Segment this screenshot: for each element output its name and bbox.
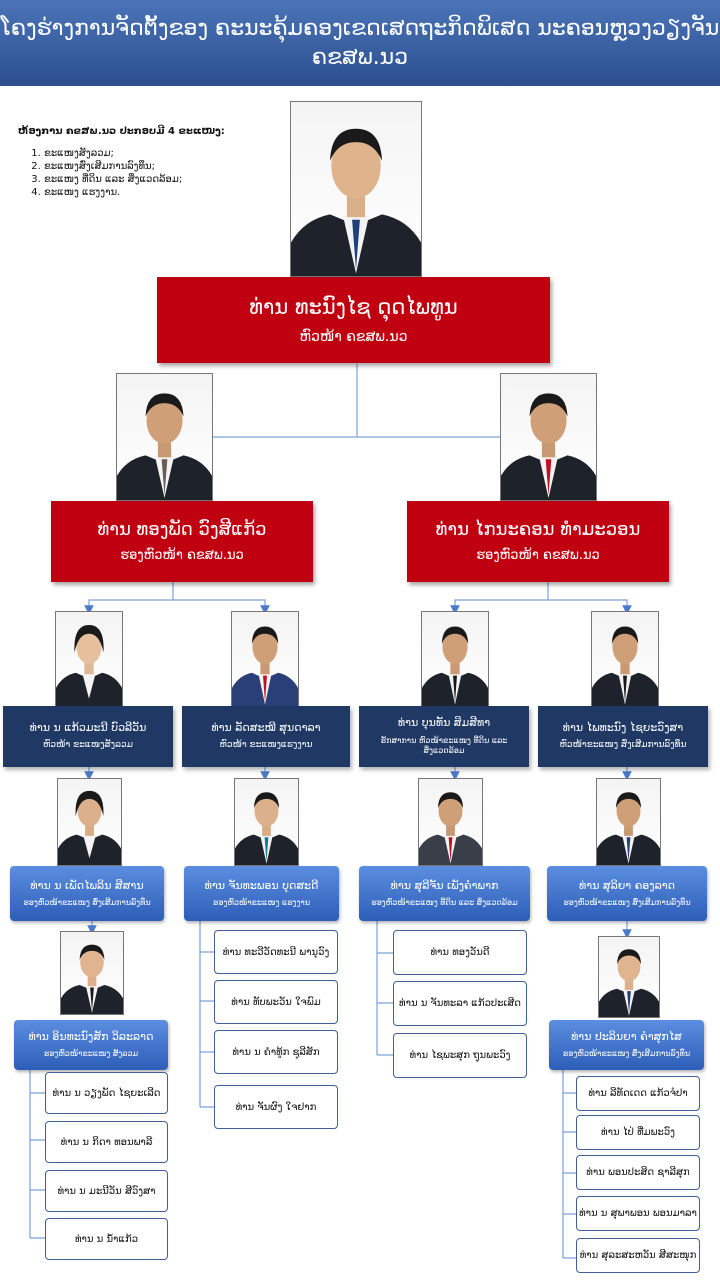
page-header: ໂຄງຮ່າງການຈັດຕັ້ງຂອງ ຄະນະຄຸ້ມຄອງເຂດເສດຖະ… <box>0 0 720 86</box>
deputy-head-6-role: ຮອງຫົວໜ້າຂະແໜງ ສົ່ງເສີມການລົງທຶນ <box>562 1049 691 1059</box>
deputy-head-2-role: ຮອງຫົວໜ້າຂະແໜງ ແຮງງານ <box>213 897 310 907</box>
head-2-role: ຫົວໜ້າ ຂະແໜງແຮງງານ <box>219 740 313 751</box>
head-2-photo <box>231 611 299 707</box>
deputy-head-6-box: ທ່ານ ປະລິນຍາ ຄຳສຸກໄສ ຮອງຫົວໜ້າຂະແໜງ ສົ່ງ… <box>549 1020 704 1070</box>
staff-box: ທ່ານ ລີທັດເດດ ແກ້ວຈໍປາ <box>576 1076 700 1111</box>
deputy-head-6-name: ທ່ານ ປະລິນຍາ ຄຳສຸກໄສ <box>571 1030 682 1044</box>
head-3-box: ທ່ານ ບຸນທັນ ສິມສີທາ ຮັກສາການ ຫົວໜ້າຂະແໜງ… <box>359 706 529 767</box>
office-notes: ຫ້ອງການ ຄຂສພ.ນວ ປະກອບມີ 4 ຂະແໜງ: ຂະແໜງສັ… <box>18 126 268 199</box>
deputy-head-5-role: ຮອງຫົວໜ້າຂະແໜງ ສັງລວມ <box>43 1049 139 1059</box>
deputy-head-2-photo <box>234 778 299 866</box>
head-2-box: ທ່ານ ລັດສະໝີ ສຸນດາລາ ຫົວໜ້າ ຂະແໜງແຮງງານ <box>182 706 350 767</box>
deputy-1-photo <box>116 373 213 501</box>
deputy-head-4-photo <box>596 778 661 866</box>
head-4-role: ຫົວໜ້າຂະແໜງ ສົ່ງເສີມການລົງທຶນ <box>559 740 687 751</box>
notes-item: ຂະແໜງ ທີ່ດິນ ແລະ ສິ່ງແວດລ້ອມ; <box>44 173 268 186</box>
head-2-name: ທ່ານ ລັດສະໝີ ສຸນດາລາ <box>211 721 321 734</box>
deputy-head-1-role: ຮອງຫົວໜ້າຂະແໜງ ສົ່ງເສີມການລົງທຶນ <box>23 897 151 907</box>
notes-list: ຂະແໜງສັງລວມ; ຂະແໜງສົ່ງເສີມການລົງທຶນ; ຂະແ… <box>18 147 268 199</box>
title-line-2: ຄຂສພ.ນວ <box>311 45 409 70</box>
deputy-head-5-box: ທ່ານ ອິນທະນົງສັກ ວິລະລາດ ຮອງຫົວໜ້າຂະແໜງ … <box>14 1020 168 1070</box>
head-1-role: ຫົວໜ້າ ຂະແໜງສັງລວມ <box>43 740 133 751</box>
staff-box: ທ່ານ ນ ຈັນທະລາ ແກ້ວປະເສີດ <box>393 981 527 1026</box>
staff-box: ທ່ານ ນ ນ້ຳແກ້ວ <box>45 1218 168 1260</box>
deputy-head-3-photo <box>418 778 483 866</box>
head-4-photo <box>591 611 659 707</box>
deputy-1-role: ຮອງຫົວໜ້າ ຄຂສພ.ນວ <box>120 547 244 563</box>
staff-box: ທ່ານ ນ ສຸພາພອນ ພອນມາລາ <box>576 1196 700 1231</box>
notes-item: ຂະແໜງສົ່ງເສີມການລົງທຶນ; <box>44 160 268 173</box>
deputy-1-box: ທ່ານ ທອງພັດ ວົງສີແກ້ວ ຮອງຫົວໜ້າ ຄຂສພ.ນວ <box>51 501 313 582</box>
chief-box: ທ່ານ ທະນົງໄຊ ດຸດໄພທູນ ຫົວໜ້າ ຄຂສພ.ນວ <box>157 277 550 363</box>
chief-role: ຫົວໜ້າ ຄຂສພ.ນວ <box>299 328 408 345</box>
staff-box: ທ່ານ ທອງວັນດີ <box>393 930 527 975</box>
deputy-1-name: ທ່ານ ທອງພັດ ວົງສີແກ້ວ <box>97 519 267 541</box>
deputy-head-5-name: ທ່ານ ອິນທະນົງສັກ ວິລະລາດ <box>28 1030 154 1044</box>
staff-box: ທ່ານ ນ ມະນີວັນ ສີວົງສາ <box>45 1170 168 1212</box>
staff-box: ທ່ານ ນ ວຽງພັດ ໄຊຍະເລີດ <box>45 1072 168 1114</box>
head-3-photo <box>421 611 489 707</box>
staff-box: ທ່ານ ນ ຄຳທູ້ກ ຊຸລີສັກ <box>214 1030 338 1074</box>
head-1-name: ທ່ານ ນ ແກ້ວມະນີ ບົວລີວັນ <box>29 721 147 734</box>
staff-box: ທ່ານ ທັບພະວັນ ໃຈພົມ <box>214 980 338 1024</box>
deputy-head-4-role: ຮອງຫົວໜ້າຂະແໜງ ສົ່ງເສີມການລົງທຶນ <box>563 897 691 907</box>
chief-photo <box>290 101 422 277</box>
head-4-box: ທ່ານ ໄພທະນົງ ໄຊຍະວົງສາ ຫົວໜ້າຂະແໜງ ສົ່ງເ… <box>538 706 708 767</box>
deputy-2-name: ທ່ານ ໄກນະຄອນ ທຳມະວອນ <box>435 519 641 541</box>
deputy-head-2-box: ທ່ານ ຈັນທະພອນ ບຸດສະດີ ຮອງຫົວໜ້າຂະແໜງ ແຮງ… <box>184 866 339 921</box>
deputy-head-3-box: ທ່ານ ສຸລີຈັນ ເພັງຄຳພາກ ຮອງຫົວໜ້າຂະແໜງ ທີ… <box>359 866 530 921</box>
deputy-2-photo <box>500 373 597 501</box>
deputy-head-4-box: ທ່ານ ສຸລິຍາ ຄອງລາດ ຮອງຫົວໜ້າຂະແໜງ ສົ່ງເສ… <box>547 866 707 921</box>
staff-box: ທ່ານ ຈັນຜົງ ໃຈຢາກ <box>214 1085 338 1129</box>
staff-box: ທ່ານ ທະວີວັດທະນີ ພານຸວົງ <box>214 930 338 974</box>
deputy-head-2-name: ທ່ານ ຈັນທະພອນ ບຸດສະດີ <box>204 878 319 892</box>
deputy-head-5-photo <box>60 931 124 1015</box>
deputy-head-4-name: ທ່ານ ສຸລິຍາ ຄອງລາດ <box>578 878 676 892</box>
staff-box: ທ່ານ ນ ກິດາ ທອນພາລີ <box>45 1121 168 1163</box>
notes-item: ຂະແໜງ ແຮງງານ. <box>44 186 268 199</box>
deputy-head-3-role: ຮອງຫົວໜ້າຂະແໜງ ທີ່ດິນ ແລະ ສິ່ງແວດລ້ອມ <box>371 897 518 907</box>
deputy-head-6-photo <box>598 936 660 1018</box>
notes-title: ຫ້ອງການ ຄຂສພ.ນວ ປະກອບມີ 4 ຂະແໜງ: <box>18 126 225 137</box>
head-3-role: ຮັກສາການ ຫົວໜ້າຂະແໜງ ທີ່ດິນ ແລະ ສິ່ງແວດລ… <box>380 735 508 756</box>
deputy-head-3-name: ທ່ານ ສຸລີຈັນ ເພັງຄຳພາກ <box>390 878 499 892</box>
head-1-box: ທ່ານ ນ ແກ້ວມະນີ ບົວລີວັນ ຫົວໜ້າ ຂະແໜງສັງ… <box>3 706 173 767</box>
deputy-head-1-box: ທ່ານ ນ ເພັດໄພລິນ ສີສານ ຮອງຫົວໜ້າຂະແໜງ ສົ… <box>10 866 164 921</box>
head-4-name: ທ່ານ ໄພທະນົງ ໄຊຍະວົງສາ <box>562 721 684 734</box>
notes-item: ຂະແໜງສັງລວມ; <box>44 147 268 160</box>
staff-box: ທ່ານ ໄປ່ ທີ່ມພະວົງ <box>576 1115 700 1150</box>
staff-box: ທ່ານ ໄຊພະສຸກ ຖຸນພະວົງ <box>393 1033 527 1078</box>
deputy-2-box: ທ່ານ ໄກນະຄອນ ທຳມະວອນ ຮອງຫົວໜ້າ ຄຂສພ.ນວ <box>407 501 669 582</box>
chief-name: ທ່ານ ທະນົງໄຊ ດຸດໄພທູນ <box>249 295 458 320</box>
staff-box: ທ່ານ ສຸລະສະຫວັນ ສີສະໜຸກ <box>576 1238 700 1273</box>
staff-box: ທ່ານ ພອນປະສິດ ຊາລີສຸກ <box>576 1155 700 1190</box>
head-3-name: ທ່ານ ບຸນທັນ ສິມສີທາ <box>397 716 491 730</box>
head-1-photo <box>55 611 123 707</box>
title-line-1: ໂຄງຮ່າງການຈັດຕັ້ງຂອງ ຄະນະຄຸ້ມຄອງເຂດເສດຖະ… <box>0 16 720 41</box>
deputy-head-1-name: ທ່ານ ນ ເພັດໄພລິນ ສີສານ <box>30 878 144 892</box>
deputy-head-1-photo <box>57 778 122 866</box>
deputy-2-role: ຮອງຫົວໜ້າ ຄຂສພ.ນວ <box>476 547 600 563</box>
